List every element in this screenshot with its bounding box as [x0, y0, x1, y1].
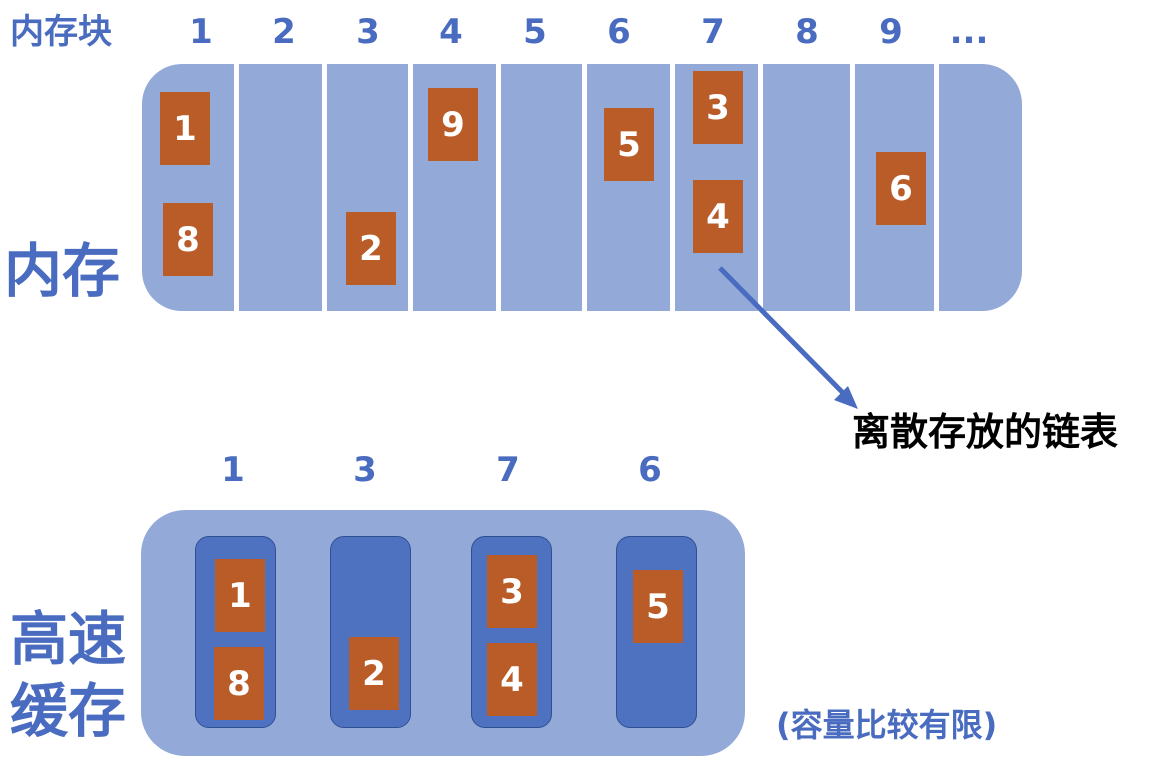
cache-slot-number-2: 3 [353, 450, 377, 490]
memory-block-divider [582, 64, 587, 311]
block-number-6: 6 [607, 12, 631, 52]
memory-block-divider [850, 64, 855, 311]
cache-page-4: 4 [487, 643, 537, 716]
cache-label-line1: 高速 [10, 605, 127, 673]
block-number-8: 8 [795, 12, 819, 52]
capacity-note: (容量比较有限) [776, 706, 998, 744]
block-number-3: 3 [356, 12, 380, 52]
arrowhead-icon [834, 386, 858, 409]
block-number-9: 9 [879, 12, 903, 52]
discrete-linked-list-note: 离散存放的链表 [852, 410, 1119, 454]
memory-page-1: 1 [160, 92, 210, 165]
memory-label: 内存 [4, 237, 121, 305]
memory-block-divider [758, 64, 763, 311]
block-number-7: 7 [701, 12, 725, 52]
memory-block-divider [496, 64, 501, 311]
memory-block-divider [408, 64, 413, 311]
block-number-ellipsis: ... [949, 12, 989, 52]
block-number-5: 5 [523, 12, 547, 52]
memory-block-divider [234, 64, 239, 311]
cache-page-8: 8 [214, 647, 264, 720]
memory-page-8: 8 [163, 203, 213, 276]
cache-slot-number-1: 1 [221, 450, 245, 490]
cache-page-2: 2 [349, 637, 399, 710]
cache-page-1: 1 [215, 559, 265, 632]
cache-slot-number-4: 6 [638, 450, 662, 490]
memory-block-divider [322, 64, 327, 311]
memory-page-6: 6 [876, 152, 926, 225]
block-number-2: 2 [272, 12, 296, 52]
cache-page-5: 5 [633, 570, 683, 643]
memory-page-2: 2 [346, 212, 396, 285]
cache-page-3: 3 [487, 555, 537, 628]
memory-block-divider [670, 64, 675, 311]
memory-page-5: 5 [604, 108, 654, 181]
block-number-1: 1 [189, 12, 213, 52]
memory-block-divider [934, 64, 939, 311]
cache-label-line2: 缓存 [10, 677, 127, 745]
memory-page-4: 4 [693, 180, 743, 253]
memory-block-row-label: 内存块 [10, 12, 112, 52]
cache-slot-number-3: 7 [496, 450, 520, 490]
block-number-4: 4 [439, 12, 463, 52]
memory-page-9: 9 [428, 88, 478, 161]
memory-page-3: 3 [693, 71, 743, 144]
